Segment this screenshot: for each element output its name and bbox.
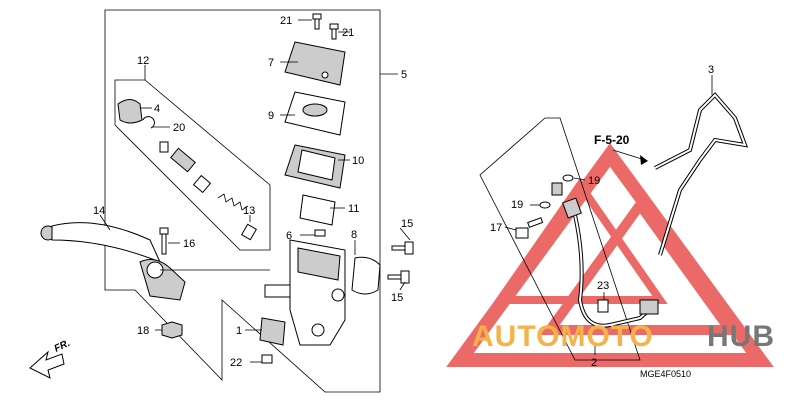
- assembly-outline-master-cylinder: [104, 9, 381, 393]
- label-18: 18: [137, 325, 149, 337]
- label-10: 10: [352, 155, 364, 167]
- label-3: 3: [708, 64, 714, 76]
- piston: [159, 141, 212, 194]
- label-2: 2: [591, 357, 597, 369]
- boot-4: [117, 99, 143, 124]
- pivot-nut: [161, 321, 183, 339]
- brake-hose-upper: [654, 75, 749, 256]
- brake-switch: [259, 317, 286, 346]
- brake-lever: [40, 222, 186, 301]
- label-7: 7: [268, 57, 274, 69]
- front-direction-label: FR.: [53, 338, 72, 355]
- label-19-left: 19: [511, 199, 523, 211]
- banjo-bolt-17: [515, 217, 544, 239]
- brake-hose-lower: [562, 197, 659, 355]
- label-9: 9: [268, 110, 274, 122]
- label-12: 12: [137, 55, 149, 67]
- label-1: 1: [236, 325, 242, 337]
- washer-19-right: [562, 174, 574, 182]
- diagram-code: MGE4F0510: [640, 369, 691, 379]
- watermark-text-hub: HUB: [707, 320, 775, 353]
- washer-19-left: [539, 201, 551, 209]
- bolt-15-lower: [387, 270, 410, 284]
- bolt-15-upper: [391, 241, 414, 255]
- reference-label: F-5-20: [594, 133, 630, 147]
- screw-22: [261, 354, 273, 364]
- label-16: 16: [183, 238, 195, 250]
- clip: [314, 229, 326, 237]
- protector-plate: [299, 194, 336, 226]
- piston-tip-13: [240, 223, 258, 241]
- bolt-23: [597, 299, 609, 313]
- label-13: 13: [243, 205, 255, 217]
- label-11: 11: [348, 203, 359, 215]
- bolt-21-right: [329, 23, 339, 40]
- label-6: 6: [286, 230, 292, 242]
- label-19-right: 19: [588, 175, 600, 187]
- pivot-bolt: [159, 227, 169, 255]
- label-17: 17: [490, 222, 502, 234]
- label-22: 22: [230, 357, 242, 369]
- label-15-lower: 15: [391, 292, 403, 304]
- leader-lines: [99, 19, 411, 363]
- label-5: 5: [401, 69, 407, 81]
- label-15-upper: 15: [401, 218, 413, 230]
- assembly-outline-hose: [479, 117, 641, 361]
- label-20: 20: [173, 122, 185, 134]
- label-4: 4: [154, 103, 160, 115]
- spring: [217, 193, 249, 211]
- label-8: 8: [351, 229, 357, 241]
- label-14: 14: [93, 205, 105, 217]
- master-cylinder-body: [264, 239, 346, 346]
- watermark-text-auto: AUTOMOTO: [472, 320, 654, 353]
- label-21-right: 21: [342, 27, 354, 39]
- label-23: 23: [597, 280, 609, 292]
- bolt-21-left: [312, 13, 322, 30]
- reservoir-cover: [284, 41, 346, 86]
- front-direction-arrow: [29, 350, 65, 379]
- label-21-left: 21: [280, 15, 292, 27]
- circlip-20: [142, 116, 155, 129]
- hose-fitting: [551, 182, 563, 196]
- master-cylinder-holder: [351, 256, 381, 295]
